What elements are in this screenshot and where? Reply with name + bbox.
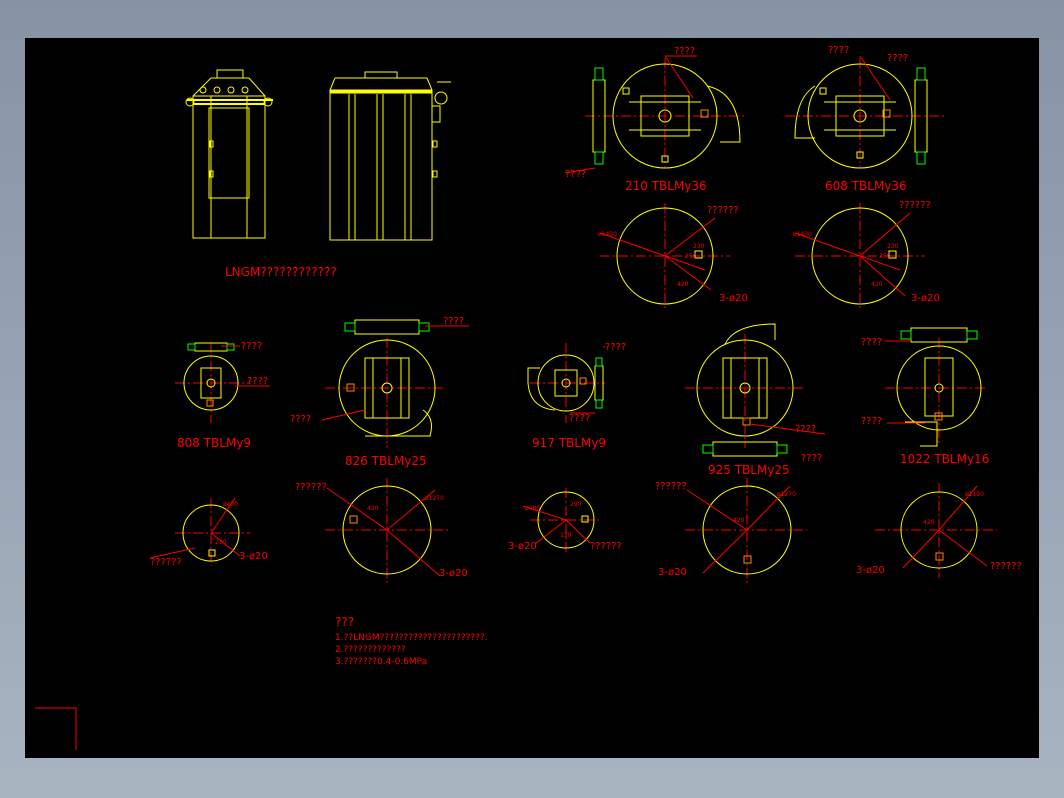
bolt-view-3: ?????? 3-ø20 ø430 230 [149,497,268,568]
bv5-label: ?????? [590,541,622,552]
bv1-dim-1: 420 [677,281,689,288]
tv7-label-b: ???? [861,416,882,427]
bv1-label: ?????? [707,205,739,216]
notes: ??? 1.??LNGM??????????????????????. 2.??… [335,615,488,667]
front-elevation [185,69,273,239]
bv7-holes: 3-ø20 [856,565,885,576]
bv2-holes: 3-ø20 [911,293,940,304]
tv7-caption: 1022 TBLMy16 [900,452,989,466]
notes-heading: ??? [335,615,354,629]
bv5-dim-1: 290 [570,501,582,508]
notes-line-3: 3.???????0.4-0.6MPa [335,657,427,667]
tv2-caption: 608 TBLMy36 [825,179,907,193]
top-view-826: ???? ???? 826 TBLMy25 [290,316,469,468]
tv5-label-b: ???? [569,413,590,424]
tv4-label-b: ???? [290,414,311,425]
main-title: LNGM???????????? [225,265,337,279]
tv3-label-a: ???? [241,341,262,352]
bv4-dim-1: 420 [367,505,379,512]
notes-line-2: 2.????????????? [335,645,406,655]
top-view-808: ???? ???? 808 TBLMy9 [175,341,270,450]
tv1-caption: 210 TBLMy36 [625,179,707,193]
bolt-view-6: ?????? 3-ø20 ø1270 420 [655,478,807,583]
tv7-label-a: ???? [861,337,882,348]
tv4-label-a: ???? [443,316,464,327]
bv1-dim-2: 230 [693,243,705,250]
bv4-holes: 3-ø20 [439,568,468,579]
top-view-917: ???? ???? 917 TBLMy9 [527,342,626,450]
tv6-label-b: ???? [801,453,822,464]
top-view-925: ???? ???? 925 TBLMy25 [685,323,826,477]
bv5-holes: 3-ø20 [508,541,537,552]
tv5-label-a: ???? [605,342,626,353]
bv4-dim-0: ø1270 [425,495,444,502]
bv7-label: ?????? [990,561,1022,572]
bv5-dim-2: 120 [560,532,572,539]
bolt-view-5: ?????? 3-ø20 ø480 290 120 [508,488,622,553]
bv1-dim-3: 250 [685,253,697,260]
tv1-label-a: ???? [674,46,695,57]
tv4-caption: 826 TBLMy25 [345,454,427,468]
bv1-dim-0: ø1430 [598,231,617,238]
bv2-dim-3: 250 [879,253,891,260]
notes-line-1: 1.??LNGM??????????????????????. [335,633,488,643]
tv5-caption: 917 TBLMy9 [532,436,606,450]
bv3-label: ?????? [150,557,182,568]
cad-drawing: LNGM???????????? ???? ???? 210 TBLMy36 [35,45,1022,750]
side-elevation [329,71,451,241]
tv2-label-a: ???? [828,45,849,56]
bolt-view-2: ?????? 3-ø20 ø1430 420 230 250 [793,200,940,308]
bolt-view-7: ?????? 3-ø20 ø1190 420 [856,483,1022,578]
bv2-label: ?????? [899,200,931,211]
tv6-caption: 925 TBLMy25 [708,463,790,477]
bv6-dim-0: ø1270 [777,491,796,498]
top-view-1022: ???? ???? 1022 TBLMy16 [861,327,989,466]
corner-mark [35,707,77,750]
tv1-label-b: ???? [565,169,586,180]
bv3-dim-0: ø430 [223,501,238,508]
bv2-dim-0: ø1430 [793,231,812,238]
bv6-label: ?????? [655,481,687,492]
top-view-210: ???? ???? 210 TBLMy36 [564,46,745,193]
tv2-label-b: ???? [887,53,908,64]
bv6-dim-1: 420 [733,517,745,524]
bv3-dim-1: 230 [215,539,227,546]
top-view-608: ???? ???? 608 TBLMy36 [785,45,945,193]
bv3-holes: 3-ø20 [239,551,268,562]
bv5-dim-0: ø480 [525,505,540,512]
bv6-holes: 3-ø20 [658,567,687,578]
bolt-view-1: ?????? 3-ø20 ø1430 420 230 250 [598,203,748,308]
tv6-label-a: ???? [795,424,816,435]
bv1-holes: 3-ø20 [719,293,748,304]
bv2-dim-2: 230 [887,243,899,250]
bv4-label: ?????? [295,482,327,493]
tv3-caption: 808 TBLMy9 [177,436,251,450]
tv3-label-b: ???? [247,376,268,387]
bv2-dim-1: 420 [871,281,883,288]
bolt-view-4: ?????? 3-ø20 ø1270 420 [295,478,468,583]
bv7-dim-0: ø1190 [965,491,984,498]
drawing-sheet: LNGM???????????? ???? ???? 210 TBLMy36 [25,38,1039,758]
bv7-dim-1: 420 [923,519,935,526]
